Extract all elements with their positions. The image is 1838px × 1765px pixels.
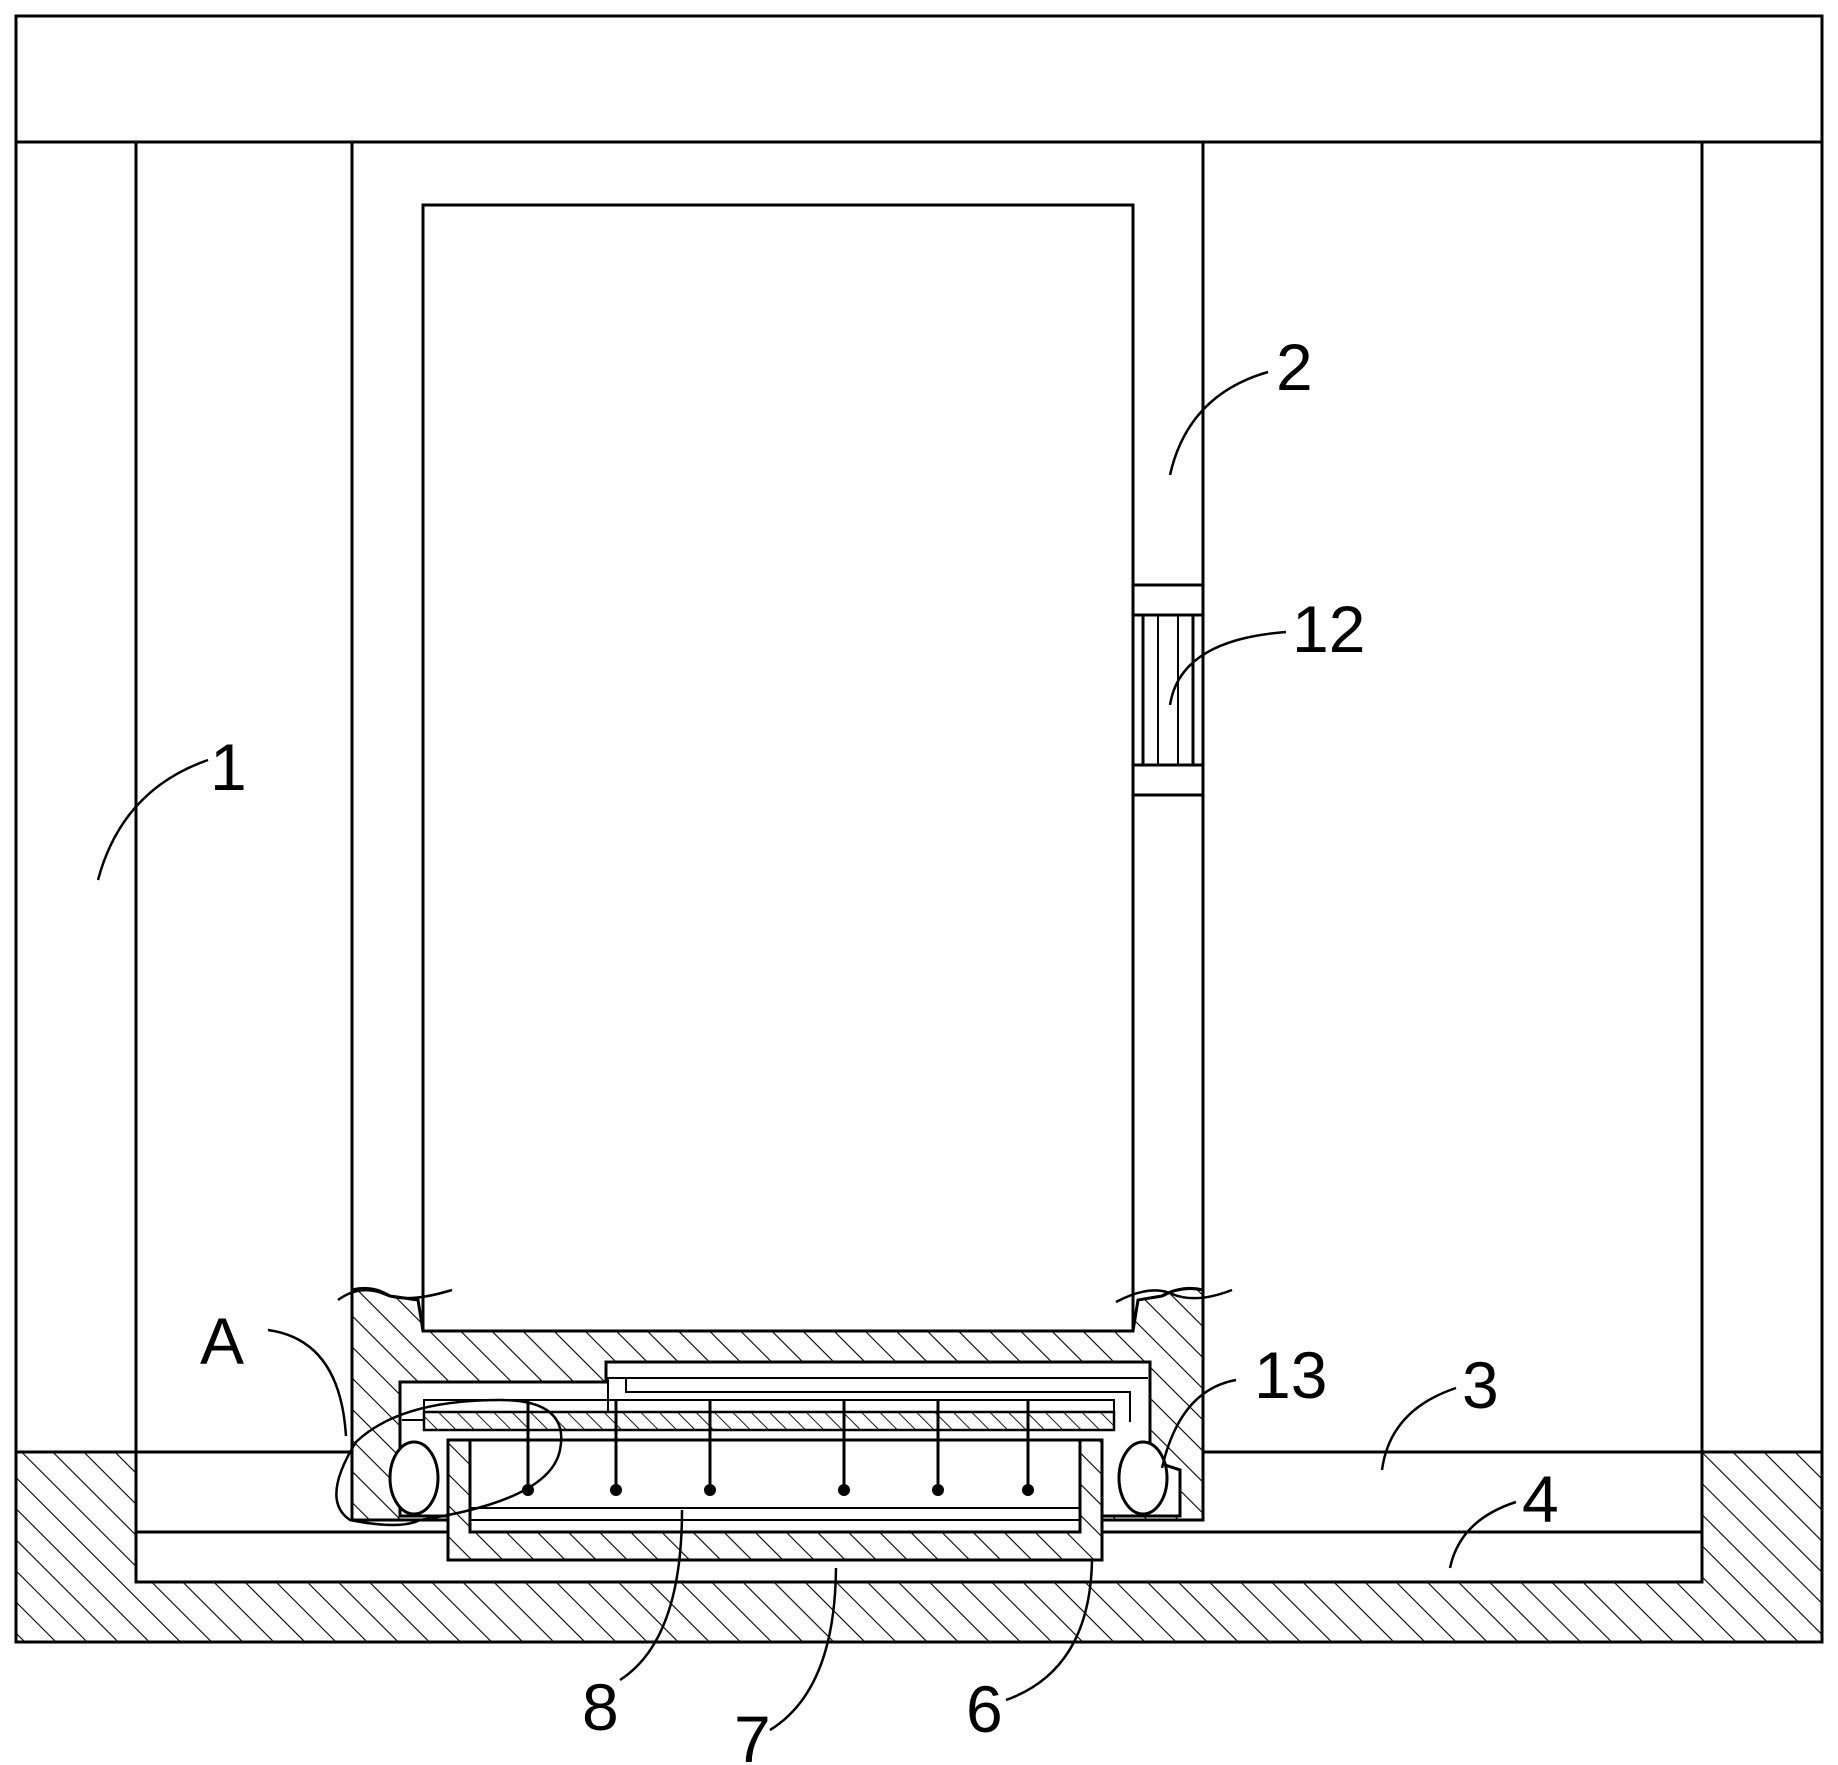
- trough-inner: [468, 1438, 1082, 1534]
- break-lines: [337, 1288, 1233, 1304]
- label-7: 7: [734, 1702, 771, 1765]
- roller-right: [1117, 1440, 1169, 1516]
- label-13: 13: [1254, 1338, 1327, 1412]
- trough-rails: [470, 1507, 1080, 1521]
- leader-lines: [96, 370, 1517, 1732]
- door-panel: [350, 142, 1205, 1520]
- nozzles: [522, 1400, 1034, 1496]
- roller-left: [388, 1440, 440, 1516]
- label-6: 6: [966, 1672, 1003, 1746]
- label-4: 4: [1522, 1462, 1559, 1536]
- door-handle: [1131, 583, 1205, 797]
- label-2: 2: [1276, 330, 1313, 404]
- label-A: A: [200, 1304, 244, 1378]
- label-3: 3: [1462, 1348, 1499, 1422]
- label-8: 8: [582, 1670, 619, 1744]
- inner-channels: [402, 1377, 1148, 1432]
- label-12: 12: [1292, 592, 1365, 666]
- label-1: 1: [210, 730, 247, 804]
- part-labels: 1 2 12 13 3 4 8 7 6 A: [200, 330, 1559, 1765]
